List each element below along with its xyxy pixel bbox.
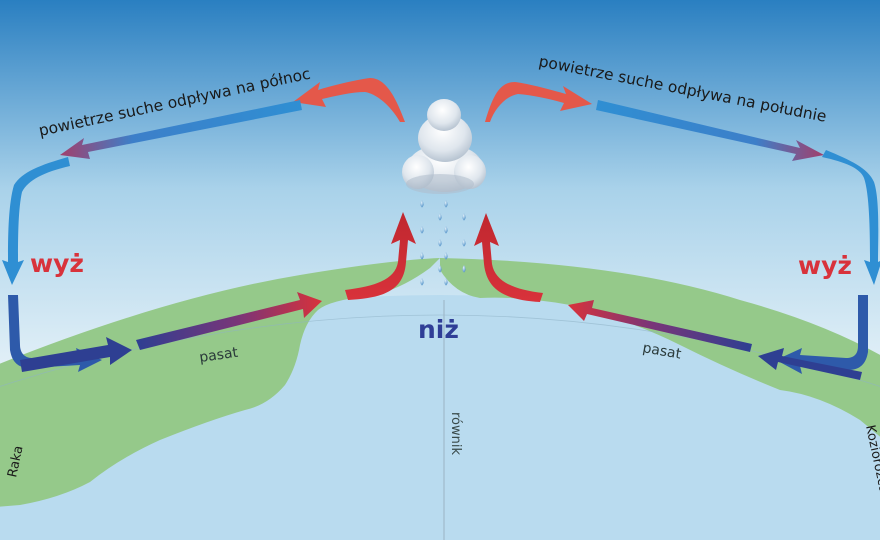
cloud-icon [402,99,486,194]
raindrop-icon [438,213,442,221]
raindrop-icon [444,252,448,260]
raindrop-icon [462,265,466,273]
tropic-left-label: Raka [5,444,26,478]
rain [420,200,466,286]
raindrop-icon [444,226,448,234]
land-right [440,258,880,437]
raindrop-icon [420,252,424,260]
high-right-label: wyż [798,251,852,280]
raindrop-icon [462,213,466,221]
upper-flow-north-arrow [60,78,405,159]
trade-wind-left-arrow [20,212,416,372]
descending-right-arrow [776,150,880,374]
raindrop-icon [444,200,448,208]
low-label: niż [418,315,459,344]
trade-wind-right-arrow [474,213,862,380]
trade-left-label: pasat [198,345,239,366]
equator-label: równik [448,412,463,455]
raindrop-icon [420,200,424,208]
trade-right-label: pasat [641,340,683,363]
raindrop-icon [420,226,424,234]
high-left-label: wyż [30,249,84,278]
raindrop-icon [462,239,466,247]
land-left [0,258,440,507]
raindrop-icon [438,239,442,247]
upper-flow-south-arrow [485,82,824,161]
raindrop-icon [444,278,448,286]
raindrop-icon [438,265,442,273]
raindrop-icon [420,278,424,286]
